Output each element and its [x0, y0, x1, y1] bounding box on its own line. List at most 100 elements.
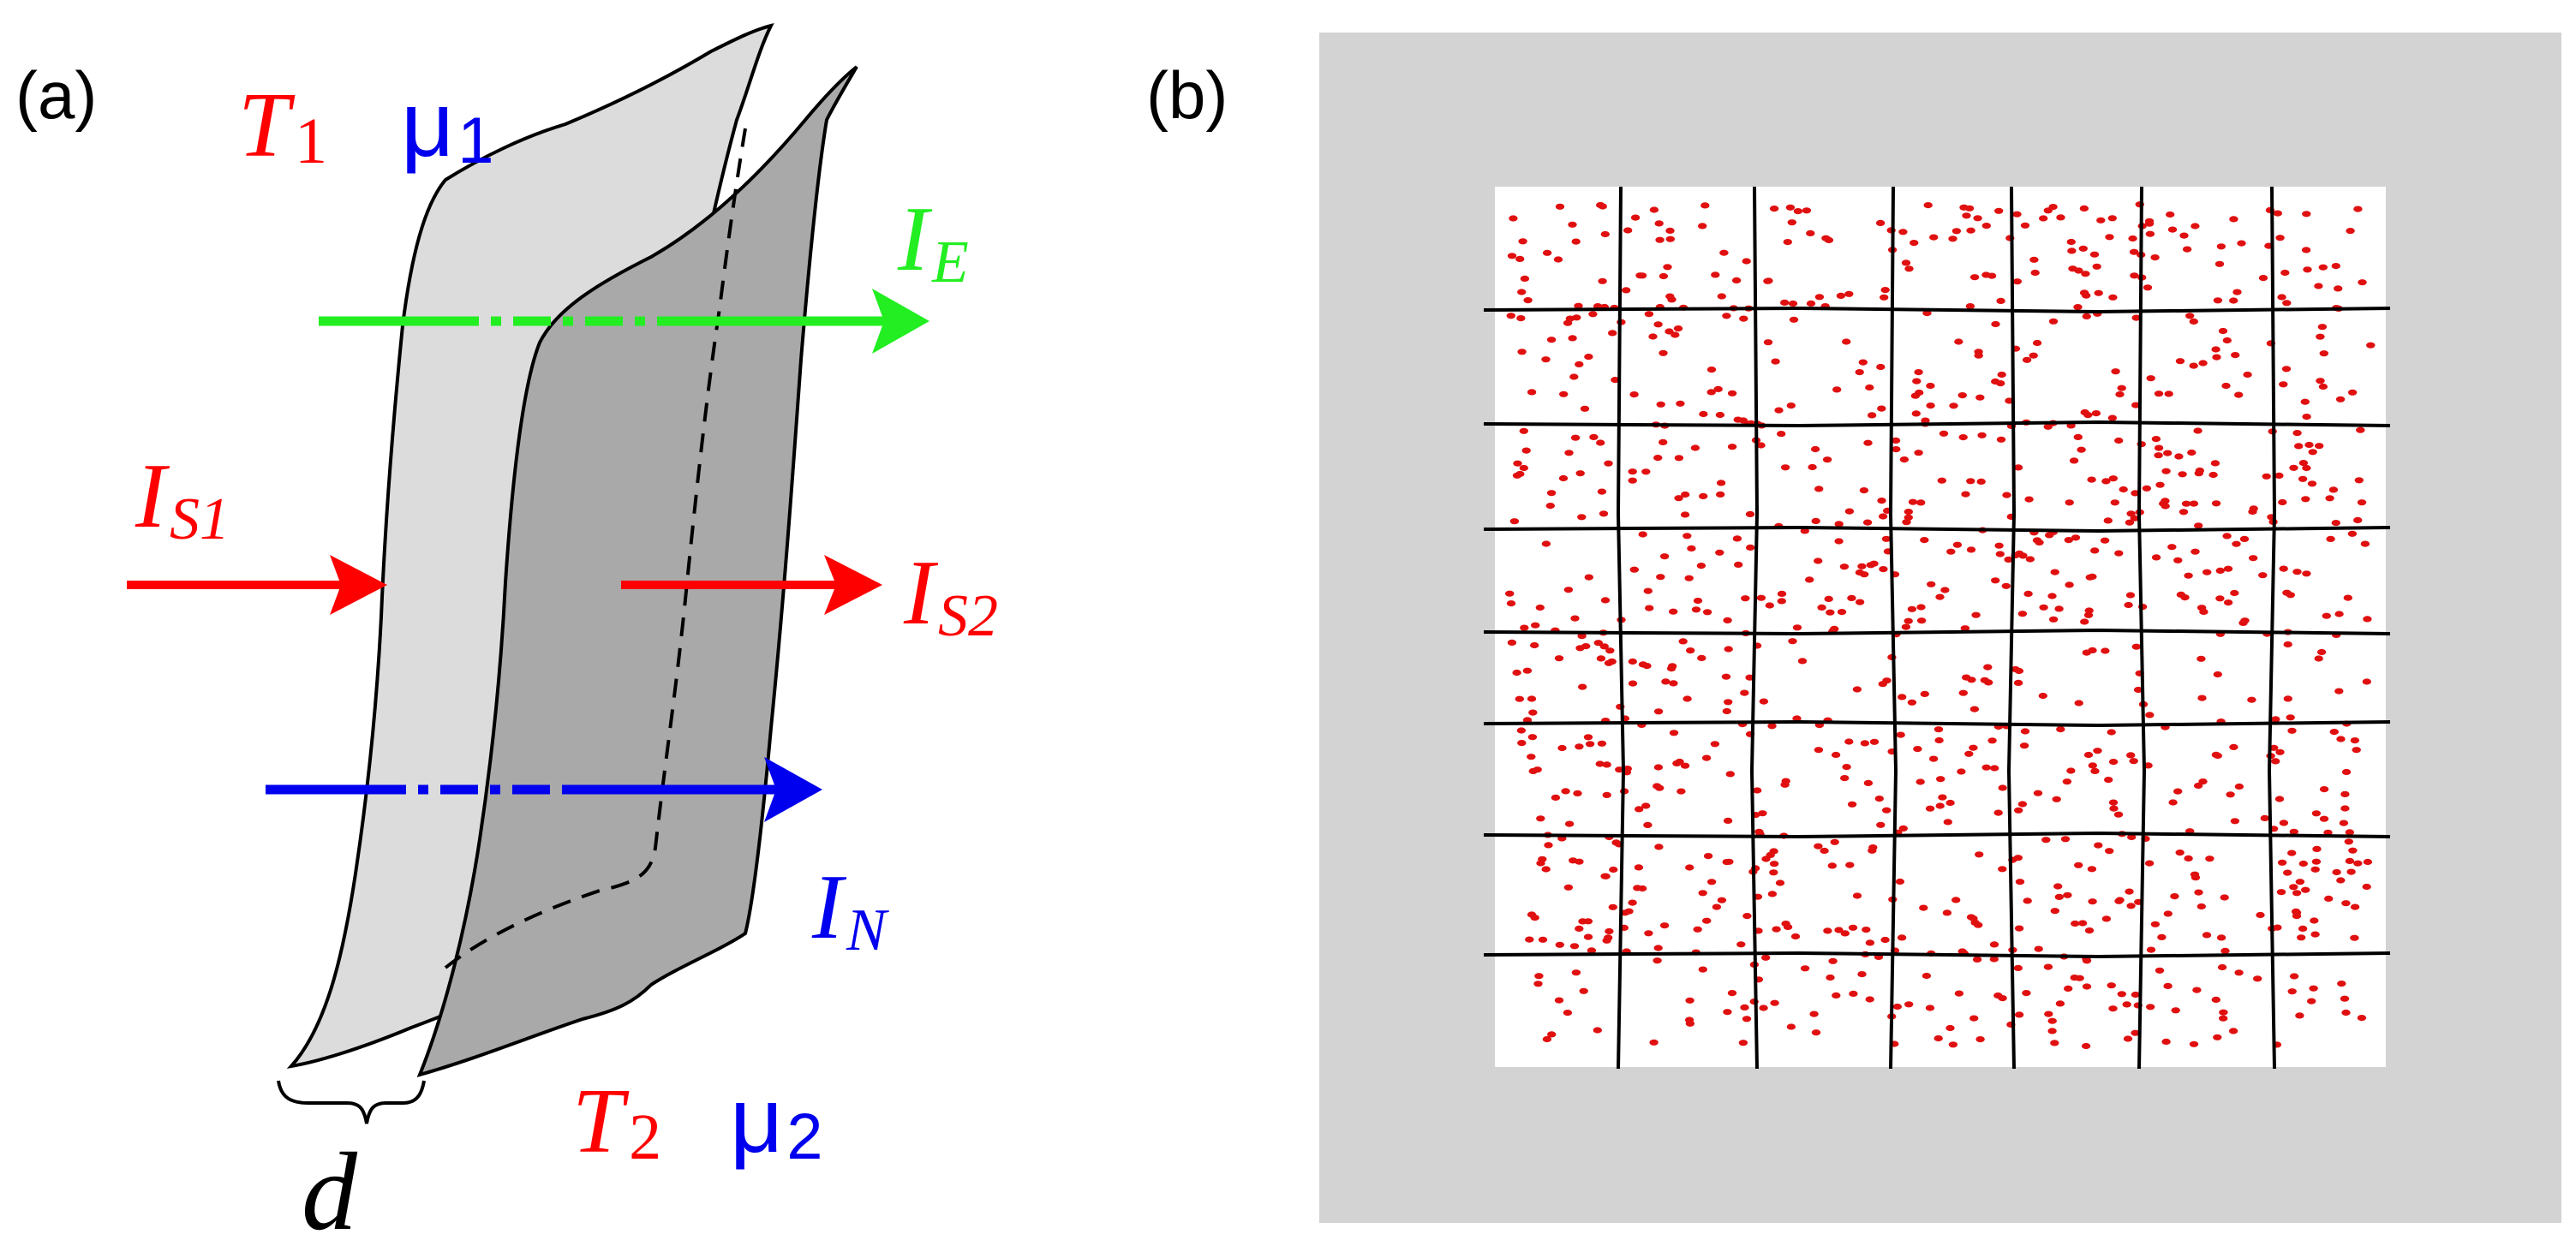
particle-dot [2143, 762, 2153, 769]
particle-dot [2289, 464, 2298, 471]
particle-dot [2114, 550, 2124, 557]
particle-dot [1780, 299, 1790, 306]
particle-dot [2189, 500, 2199, 507]
particle-dot [1742, 258, 1751, 265]
particle-dot [1745, 510, 1755, 518]
particle-dot [1509, 518, 1520, 525]
particle-dot [1698, 223, 1707, 230]
particle-dot [2155, 481, 2165, 488]
particle-dot [1665, 236, 1676, 242]
particle-dot [2289, 973, 2299, 980]
particle-dot [1877, 405, 1886, 412]
particle-dot [1966, 478, 1975, 485]
particle-dot [2226, 791, 2235, 798]
particle-dot [2107, 729, 2116, 736]
particle-dot [1969, 706, 1980, 712]
particle-dot [1536, 860, 1545, 867]
particle-dot [1531, 622, 1540, 629]
particle-dot [2022, 990, 2031, 997]
particle-dot [2129, 758, 2138, 765]
particle-dot [1699, 492, 1708, 500]
particle-dot [1554, 997, 1564, 1004]
particle-dot [2108, 1005, 2118, 1012]
particle-dot [2234, 783, 2244, 790]
particle-dot [2083, 611, 2094, 618]
particle-dot [1878, 513, 1888, 520]
particle-dot [1842, 764, 1851, 771]
particle-dot [1596, 201, 1605, 209]
particle-dot [2024, 496, 2034, 503]
particle-dot [2094, 842, 2103, 849]
particle-dot [2052, 796, 2061, 802]
label-IN: IN [811, 856, 889, 963]
particle-dot [2071, 920, 2080, 927]
particle-dot [2048, 204, 2058, 211]
particle-dot [2094, 289, 2103, 296]
particle-dot [1876, 363, 1886, 371]
particle-dot [1980, 677, 1989, 683]
particle-dot [1706, 367, 1717, 373]
particle-dot [2239, 535, 2250, 543]
grid-lines [1483, 186, 2391, 1070]
particle-dot [1509, 215, 1518, 222]
particle-dot [2289, 828, 2298, 835]
particle-dot [2211, 500, 2221, 507]
particle-dot [2315, 443, 2324, 450]
particle-dot [1987, 737, 1997, 744]
particle-dot [1643, 821, 1653, 829]
particle-dot [1859, 487, 1869, 494]
particle-dot [2179, 232, 2189, 239]
particle-dot [1541, 356, 1551, 363]
particle-dot [2069, 457, 2079, 464]
particle-dot [1682, 533, 1692, 540]
particle-dot [1824, 595, 1833, 603]
particle-dot [2022, 356, 2032, 363]
particle-dot [1962, 212, 1971, 219]
grid-line-horizontal [1483, 525, 2391, 534]
particle-dot [1959, 204, 1969, 211]
particle-dot [2301, 886, 2310, 893]
particle-dot [1702, 917, 1712, 924]
particle-dot [2357, 1015, 2367, 1022]
particle-dot [2350, 737, 2360, 744]
particle-dot [1725, 771, 1736, 778]
particle-dot [1563, 884, 1574, 891]
particle-dot [2280, 269, 2290, 277]
particle-dot [1507, 639, 1517, 647]
particle-dot [1578, 683, 1587, 690]
particle-dot [1528, 709, 1538, 716]
particle-dot [2050, 1040, 2059, 1046]
particle-dot [1996, 297, 2005, 304]
particle-dot [1948, 1041, 1958, 1048]
particle-dot [1810, 445, 1820, 453]
particle-dot [1600, 597, 1611, 604]
particle-dot [1844, 508, 1855, 515]
particle-dot [2213, 752, 2222, 760]
particle-dot [2346, 228, 2355, 235]
particle-dot [1678, 638, 1688, 645]
particle-dot [2154, 391, 2164, 397]
particle-dot [1644, 930, 1653, 937]
particle-dot [2123, 1035, 2133, 1042]
particle-dot [2105, 848, 2114, 855]
particle-dot [1787, 219, 1796, 226]
particle-dot [1875, 219, 1886, 226]
particle-dot [1869, 738, 1880, 745]
particle-dot [2353, 516, 2363, 524]
particle-dot [2014, 925, 2024, 932]
particle-dot [2298, 475, 2308, 482]
particle-dot [1674, 455, 1684, 462]
particle-dot [2211, 346, 2220, 353]
particle-dot [1599, 643, 1609, 650]
particle-dot [1598, 277, 1607, 284]
particle-dot [1997, 371, 2006, 379]
particle-dot [2078, 245, 2088, 252]
label-mu1: μ1 [401, 72, 494, 177]
particle-dot [1902, 519, 1911, 526]
particle-dot [1960, 625, 1970, 632]
particle-dot [1834, 538, 1844, 545]
particle-dot [1904, 509, 1913, 516]
particle-dot [1673, 325, 1683, 332]
